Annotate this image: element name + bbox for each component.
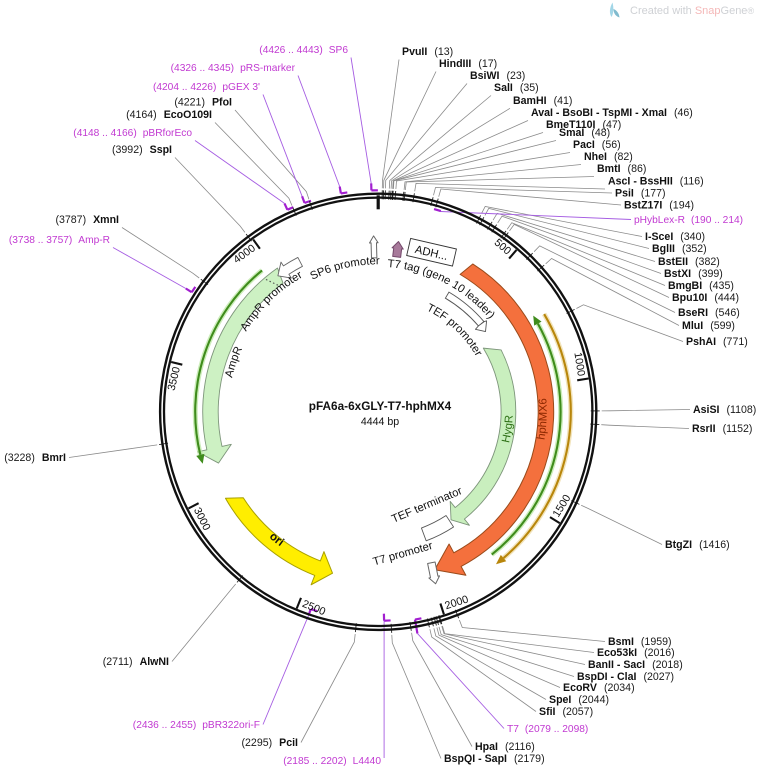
svg-text:Bpu10I(444): Bpu10I(444)	[672, 292, 739, 304]
svg-text:BmgBI(435): BmgBI(435)	[668, 280, 734, 292]
svg-text:Eco53kI(2016): Eco53kI(2016)	[597, 647, 675, 659]
svg-text:SpeI(2044): SpeI(2044)	[549, 694, 609, 706]
svg-text:(3738 .. 3757)Amp-R: (3738 .. 3757)Amp-R	[9, 235, 110, 246]
svg-text:pFA6a-6xGLY-T7-hphMX4: pFA6a-6xGLY-T7-hphMX4	[309, 399, 452, 413]
svg-text:SfiI(2057): SfiI(2057)	[539, 706, 593, 718]
svg-text:HpaI(2116): HpaI(2116)	[475, 741, 535, 753]
svg-text:(4221)PfoI: (4221)PfoI	[174, 97, 232, 109]
svg-text:(2295)PciI: (2295)PciI	[242, 737, 299, 749]
svg-text:(4204 .. 4226)pGEX 3': (4204 .. 4226)pGEX 3'	[153, 82, 260, 93]
svg-text:(4148 .. 4166)pBRforEco: (4148 .. 4166)pBRforEco	[73, 128, 192, 139]
svg-text:(3992)SspI: (3992)SspI	[112, 144, 172, 156]
svg-text:(4164)EcoO109I: (4164)EcoO109I	[126, 109, 212, 121]
svg-text:BstZ17I(194): BstZ17I(194)	[624, 200, 694, 212]
svg-text:(2185 .. 2202)L4440: (2185 .. 2202)L4440	[283, 756, 381, 767]
svg-text:BspQI - SapI(2179): BspQI - SapI(2179)	[444, 753, 545, 765]
svg-text:(4426 .. 4443)SP6: (4426 .. 4443)SP6	[259, 45, 348, 56]
svg-text:4444 bp: 4444 bp	[361, 416, 399, 428]
svg-text:Created with SnapGene®: Created with SnapGene®	[630, 5, 754, 17]
svg-text:BsiWI(23): BsiWI(23)	[470, 70, 525, 82]
svg-text:RsrII(1152): RsrII(1152)	[692, 423, 752, 435]
svg-text:PsiI(177): PsiI(177)	[615, 188, 666, 200]
svg-text:HindIII(17): HindIII(17)	[439, 58, 497, 70]
svg-text:BanII - SacI(2018): BanII - SacI(2018)	[588, 659, 683, 671]
svg-text:AscI - BssHII(116): AscI - BssHII(116)	[608, 176, 704, 188]
svg-text:BamHI(41): BamHI(41)	[513, 95, 572, 107]
svg-text:(4326 .. 4345)pRS-marker: (4326 .. 4345)pRS-marker	[171, 63, 296, 74]
